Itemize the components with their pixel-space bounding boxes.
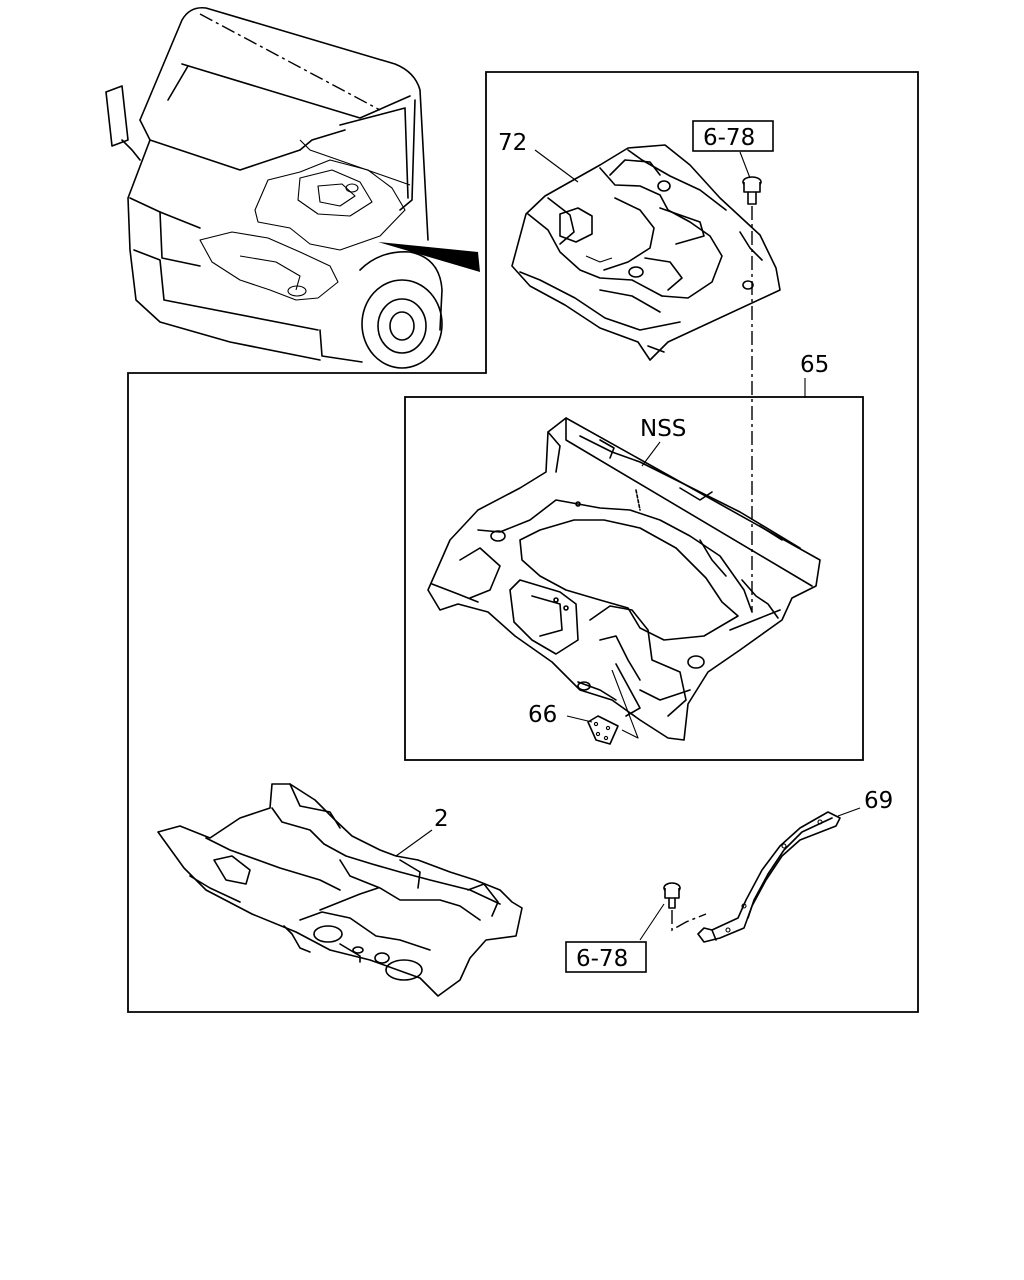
callout-nss: NSS [640, 416, 686, 442]
leader-66-b [611, 669, 639, 739]
callout-66: 66 [528, 702, 557, 728]
part-65-nss-panel [427, 417, 821, 741]
callout-678-bottom: 6-78 [576, 946, 628, 972]
leader-66 [566, 715, 593, 723]
assembly-65-frame [404, 396, 864, 761]
truck-overview-illustration [105, 6, 480, 369]
callout-69: 69 [864, 788, 893, 814]
callout-2: 2 [434, 806, 449, 832]
callout-box-678-bottom [565, 941, 647, 973]
leader-nss [641, 441, 661, 467]
leader-678-bottom [639, 903, 665, 941]
callout-678-top: 6-78 [703, 125, 755, 151]
leader-2 [395, 829, 433, 857]
leader-69 [837, 807, 861, 817]
bolt-top [742, 176, 762, 205]
part-72-panel [511, 144, 781, 361]
callout-72: 72 [498, 130, 527, 156]
part-2-floor-mat [157, 783, 523, 997]
dash-line-bolt-bottom [671, 910, 707, 932]
outer-frame [127, 71, 919, 1013]
part-66-plate [587, 715, 619, 745]
leader-678-top [739, 151, 751, 179]
dash-line-truck [199, 13, 381, 111]
leader-72 [534, 149, 579, 183]
callout-65: 65 [800, 352, 829, 378]
callout-box-678-top [692, 120, 774, 152]
bolt-bottom [663, 882, 681, 909]
part-69-bracket [697, 811, 841, 943]
